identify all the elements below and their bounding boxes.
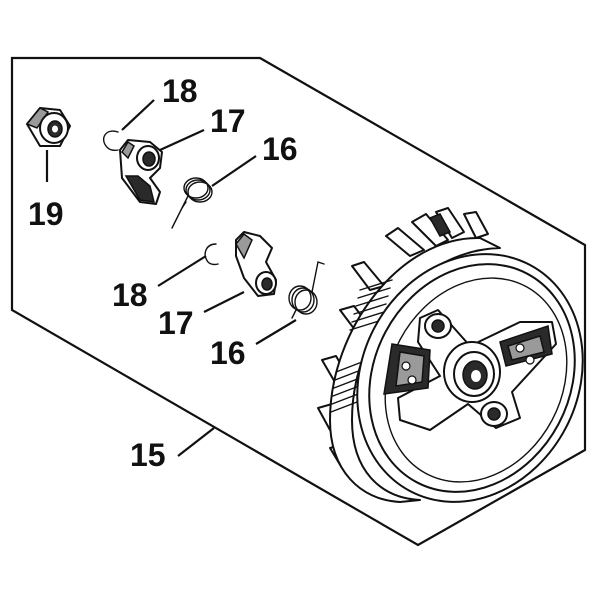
leader-17-upper: [159, 128, 205, 152]
callout-16-upper: 16: [262, 131, 298, 167]
assembly-frame: [10, 56, 587, 547]
pawl-part-17-lower: [235, 231, 277, 297]
callout-15: 15: [130, 437, 166, 473]
callout-19: 19: [28, 196, 64, 232]
callout-labels: 19 18 17 16 18 17 16 15: [28, 73, 298, 473]
leader-15: [177, 427, 215, 457]
callout-18-lower: 18: [112, 277, 148, 313]
leader-17-lower: [203, 291, 245, 313]
leader-16-lower: [255, 319, 297, 345]
spring-part-16-lower: [288, 261, 325, 319]
e-clip-part-18-upper: [102, 130, 119, 152]
spring-part-16-upper: [171, 177, 213, 229]
callout-16-lower: 16: [210, 335, 246, 371]
callout-17-lower: 17: [158, 305, 194, 341]
flange-nut-part-19: [25, 107, 71, 147]
fan-wheel-part-15: [317, 207, 584, 503]
e-clip-part-18-lower: [204, 243, 219, 266]
embossed-slots: [330, 279, 393, 413]
callout-18-upper: 18: [162, 73, 198, 109]
leader-18-upper: [121, 99, 155, 131]
callout-17-upper: 17: [210, 103, 246, 139]
leader-lines: [45, 99, 297, 457]
leader-18-lower: [157, 255, 207, 287]
pawl-part-17-upper: [119, 139, 163, 205]
leader-16-upper: [211, 155, 257, 187]
